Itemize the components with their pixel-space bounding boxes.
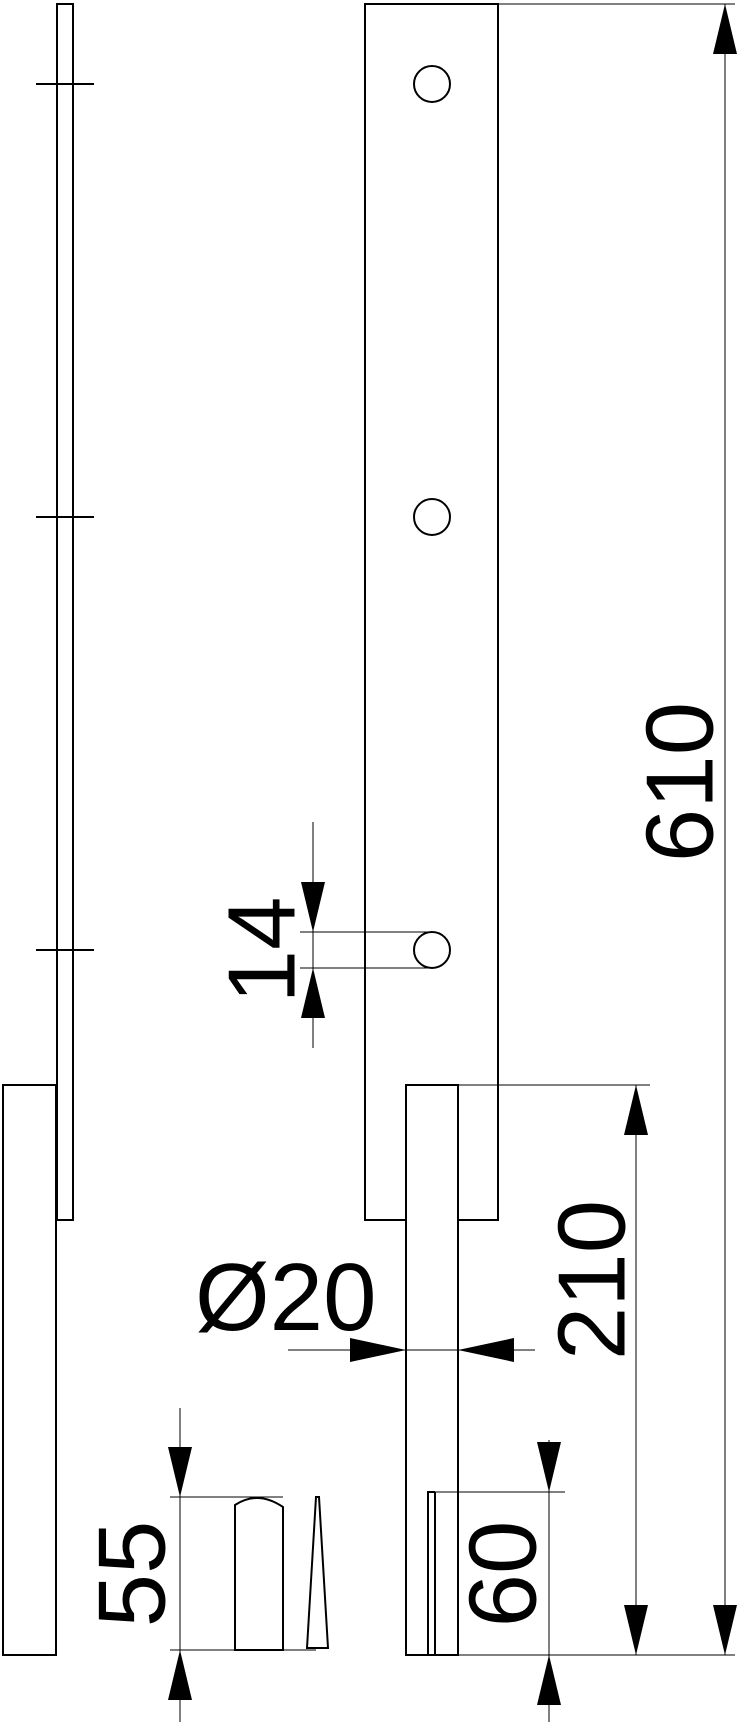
dimension-14: 14 — [209, 822, 432, 1048]
hole — [413, 65, 451, 103]
strap-front-view — [364, 3, 499, 1221]
hole — [413, 931, 451, 969]
dimension-210: 210 — [458, 1084, 650, 1655]
dimension-55: 55 — [79, 1408, 316, 1722]
strap-side-view — [36, 3, 94, 1221]
tapered-pin-part — [305, 1496, 330, 1649]
dimension-label-55: 55 — [79, 1521, 186, 1628]
dimension-label-60: 60 — [450, 1521, 557, 1628]
pintle-front-view — [405, 1084, 459, 1656]
wedge-part — [234, 1497, 284, 1651]
dimension-label-610: 610 — [627, 702, 734, 862]
dimension-60: 60 — [435, 1440, 565, 1722]
lower-plate-side-view — [2, 1084, 57, 1656]
dimension-label-diameter-20: Ø20 — [195, 1244, 376, 1351]
hole — [413, 498, 451, 536]
dimension-label-14: 14 — [209, 897, 316, 1004]
dimension-diameter-20: Ø20 — [195, 1244, 535, 1362]
dimension-610: 610 — [458, 3, 737, 1656]
dimension-label-210: 210 — [539, 1200, 646, 1360]
